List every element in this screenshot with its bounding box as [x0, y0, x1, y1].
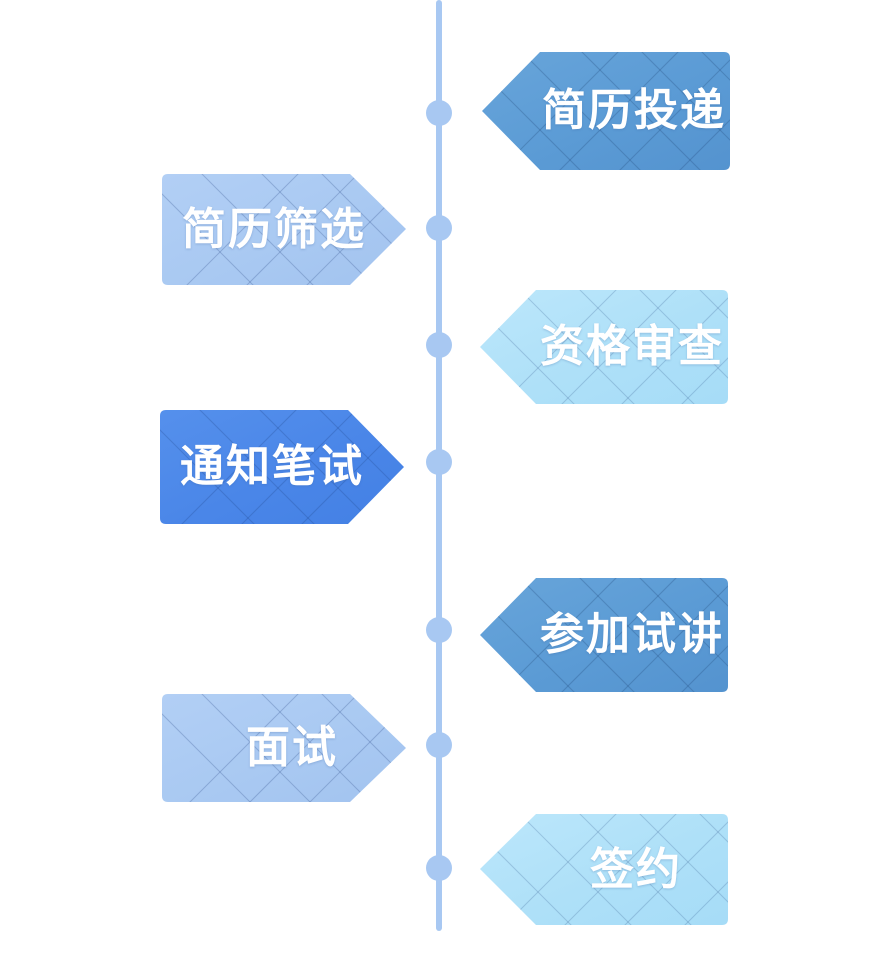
- timeline-node-5[interactable]: [426, 617, 452, 643]
- step-banner-7[interactable]: 签约: [478, 812, 728, 927]
- step-label-1: 简历投递: [542, 86, 726, 135]
- step-label-7: 签约: [590, 844, 682, 894]
- chevron-left-side-icon: [162, 694, 406, 802]
- step-label-5: 参加试讲: [540, 610, 724, 659]
- timeline-node-1[interactable]: [426, 100, 452, 126]
- step-banner-5[interactable]: 参加试讲: [478, 576, 728, 694]
- chevron-right-side-icon: [482, 52, 730, 170]
- chevron-right-side-icon: [480, 814, 728, 925]
- chevron-left-side-icon: [162, 174, 406, 285]
- step-label-2: 简历筛选: [182, 204, 366, 254]
- timeline-node-6[interactable]: [426, 732, 452, 758]
- step-banner-1[interactable]: 简历投递: [480, 50, 730, 172]
- chevron-left-side-icon: [160, 410, 404, 524]
- timeline-node-2[interactable]: [426, 215, 452, 241]
- step-label-4: 通知笔试: [180, 442, 364, 491]
- chevron-right-side-icon: [480, 290, 728, 404]
- step-label-3: 资格审查: [540, 322, 724, 371]
- timeline-node-3[interactable]: [426, 332, 452, 358]
- step-banner-3[interactable]: 资格审查: [478, 288, 728, 406]
- timeline-node-4[interactable]: [426, 449, 452, 475]
- timeline-node-7[interactable]: [426, 855, 452, 881]
- step-label-6: 面试: [246, 723, 338, 772]
- step-banner-4[interactable]: 通知笔试: [158, 408, 406, 526]
- step-banner-2[interactable]: 简历筛选: [160, 172, 408, 287]
- chevron-right-side-icon: [480, 578, 728, 692]
- step-banner-6[interactable]: 面试: [160, 692, 408, 804]
